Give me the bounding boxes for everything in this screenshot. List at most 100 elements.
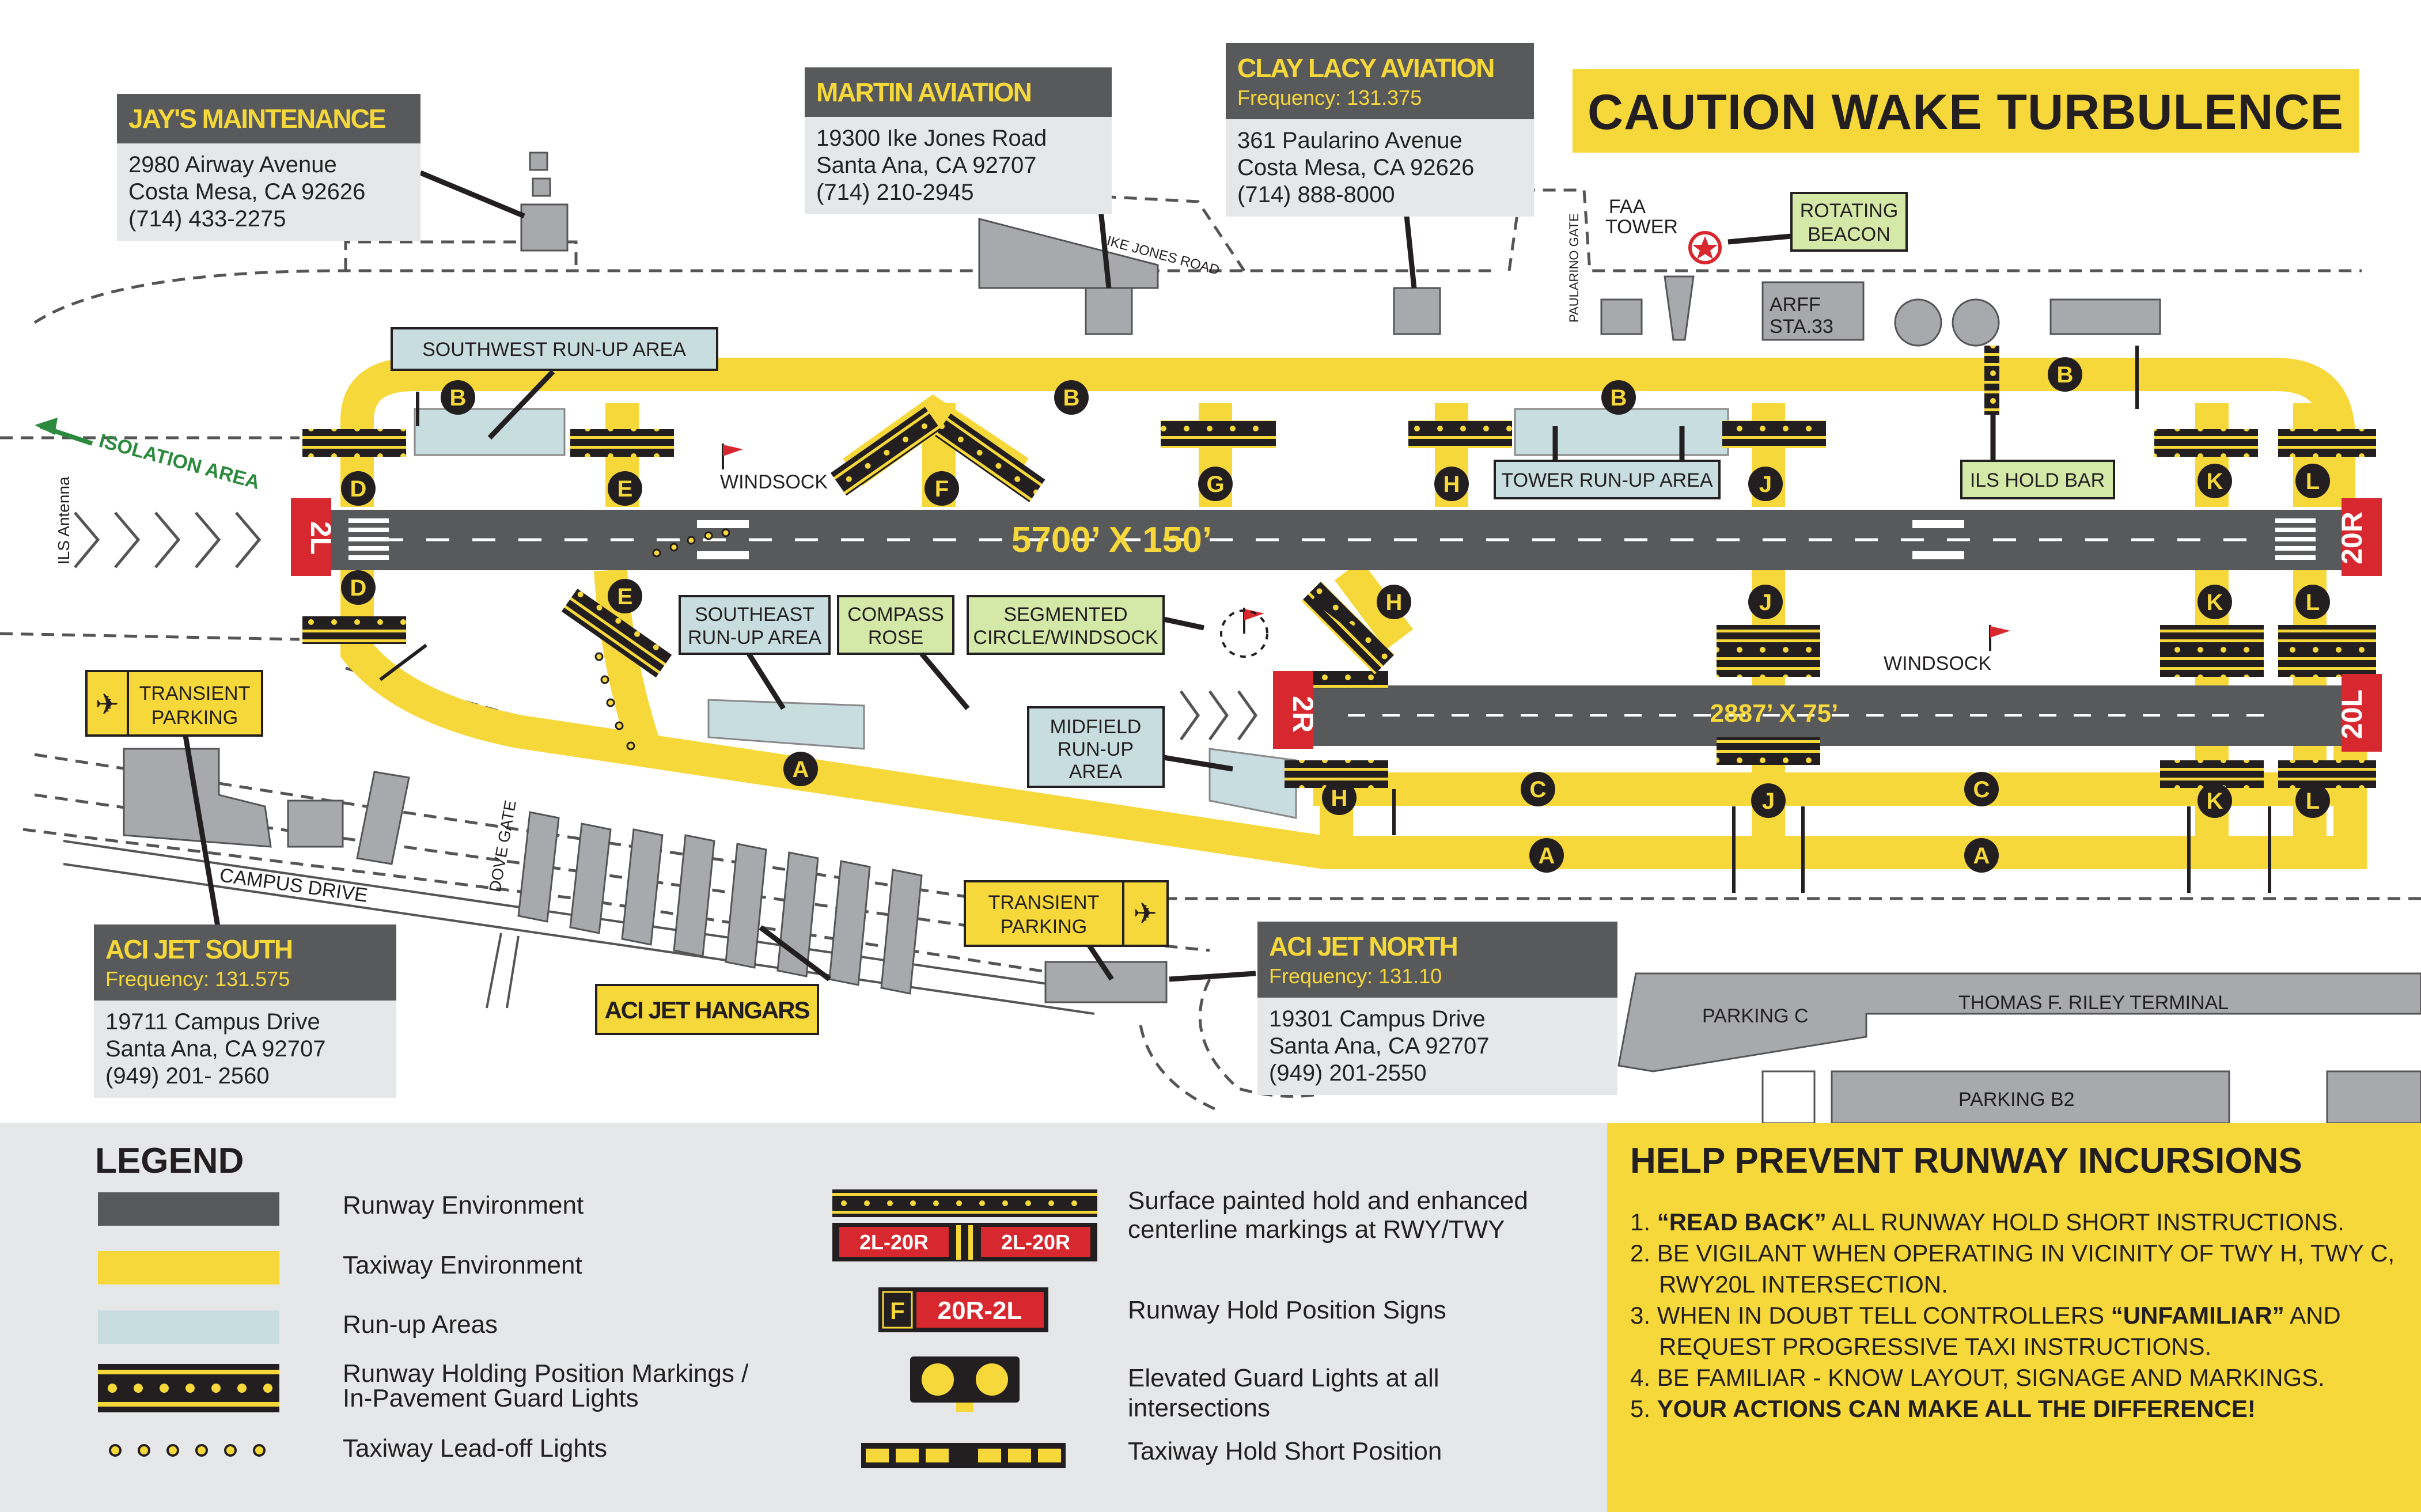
isolation-area-label: ISOLATION AREA [97, 430, 262, 494]
taxiway-letter-g: G [1198, 467, 1233, 501]
rotating-beacon-label-1: ROTATING [1800, 200, 1899, 222]
dove-gate-label: DOVE GATE [486, 799, 520, 893]
svg-text:E: E [617, 584, 633, 609]
svg-text:H: H [1443, 472, 1460, 497]
fbo-martin-aviation: MARTIN AVIATION 19300 Ike Jones Road San… [805, 67, 1112, 214]
beacon-icon [1688, 231, 1722, 264]
svg-text:C: C [1530, 777, 1547, 802]
runup-areas [414, 408, 1729, 819]
ils-hold-bar-label: ILS HOLD BAR [1970, 469, 2105, 491]
taxiway-letter-a: A [783, 752, 818, 786]
midfield-runup-label-1: MIDFIELD [1050, 716, 1142, 738]
taxiway-letter-j: J [1748, 467, 1783, 501]
svg-text:B: B [2057, 362, 2074, 388]
tower-runup-label: TOWER RUN-UP AREA [1501, 469, 1712, 491]
help-item-1: 1. “READ BACK” ALL RUNWAY HOLD SHORT INS… [1630, 1208, 2344, 1236]
address-line: 2980 Airway Avenue [128, 152, 337, 177]
isolation-chevrons [74, 511, 1258, 741]
svg-text:J: J [1759, 472, 1772, 497]
legend-sign-runway: 20R-2L [938, 1297, 1022, 1325]
svg-text:K: K [2207, 469, 2223, 494]
phone-number: (949) 201- 2560 [105, 1063, 270, 1089]
taxiway-letter-h: H [1377, 585, 1411, 619]
leadoff-lights [594, 528, 730, 751]
svg-text:B: B [1611, 385, 1627, 411]
blue-labels: SOUTHWEST RUN-UP AREA TOWER RUN-UP AREA … [391, 327, 1721, 788]
taxiway-letter-b: B [1601, 380, 1636, 415]
svg-text:C: C [1973, 777, 1990, 802]
legend-swatch-runup [98, 1310, 279, 1344]
fbo-acinorth-address: 19301 Campus Drive Santa Ana, CA 92707 (… [1257, 998, 1617, 1095]
segmented-circle-label-2: CIRCLE/WINDSOCK [973, 627, 1158, 649]
svg-text:L: L [2306, 590, 2320, 615]
legend-label-hold-sign: Runway Hold Position Signs [1128, 1296, 1446, 1324]
legend-swatch-leadoff [109, 1444, 266, 1457]
terminal-label: THOMAS F. RILEY TERMINAL [1958, 992, 2229, 1014]
taxiway-letter-b: B [441, 380, 475, 415]
svg-text:K: K [2207, 590, 2223, 615]
taxiway-letter-a: A [1964, 838, 1999, 873]
legend-swatch-hold-sign: F 20R-2L [878, 1287, 1048, 1332]
southwest-runup-label: SOUTHWEST RUN-UP AREA [422, 339, 686, 361]
aci-jet-hangars-tag: ACI JET HANGARS [595, 984, 819, 1035]
help-title: HELP PREVENT RUNWAY INCURSIONS [1630, 1141, 2302, 1181]
address-line: 19300 Ike Jones Road [816, 126, 1047, 151]
taxiway-letter-k: K [2198, 464, 2232, 498]
airport-map: 2L 20R 2R 20L 5700’ X 150’ 2887’ X 75’ B… [0, 151, 2421, 1123]
rotating-beacon-label-2: BEACON [1808, 223, 1890, 245]
legend-painted-sign-right: 2L-20R [1001, 1230, 1070, 1254]
runway-end-signs: 2L 20R 2R 20L [291, 498, 2382, 752]
svg-text:G: G [1206, 472, 1224, 497]
legend-panel: LEGEND Runway Environment Taxiway Enviro… [0, 1123, 1607, 1512]
address-line: 361 Paularino Avenue [1237, 128, 1463, 153]
fbo-martin-name: MARTIN AVIATION [805, 67, 1112, 117]
svg-text:J: J [1762, 789, 1775, 814]
legend-label-hold-short: Taxiway Hold Short Position [1128, 1437, 1442, 1465]
address-line: Santa Ana, CA 92707 [816, 153, 1037, 178]
legend-label-painted-2: centerline markings at RWY/TWY [1128, 1215, 1505, 1244]
transient-parking-label-2: PARKING [151, 707, 238, 729]
svg-text:K: K [2207, 789, 2223, 814]
transient-parking-label-1: TRANSIENT [139, 683, 251, 704]
runway-end-2l: 2L [305, 521, 337, 555]
faa-tower-label-2: TOWER [1605, 216, 1678, 238]
legend-sign-taxiway: F [890, 1297, 905, 1324]
fbo-martin-address: 19300 Ike Jones Road Santa Ana, CA 92707… [805, 117, 1112, 214]
taxiway-letter-f: F [925, 471, 959, 506]
midfield-runup-label-2: RUN-UP [1058, 738, 1134, 760]
svg-text:A: A [1973, 843, 1990, 869]
fbo-acinorth-frequency: Frequency: 131.10 [1269, 964, 1442, 988]
taxiway-letter-l: L [2295, 585, 2330, 619]
svg-text:B: B [450, 385, 467, 411]
aci-jet-hangars-label: ACI JET HANGARS [604, 996, 809, 1024]
taxiway-letter-a: A [1529, 838, 1564, 873]
taxiway-letter-k: K [2198, 783, 2232, 818]
taxiway-letter-c: C [1521, 772, 1555, 806]
legend-label-hold-marking-2: In-Pavement Guard Lights [343, 1384, 639, 1412]
help-item-3: 3. WHEN IN DOUBT TELL CONTROLLERS “UNFAM… [1630, 1302, 2341, 1360]
fbo-claylacy-frequency: Frequency: 131.375 [1237, 86, 1422, 109]
legend-swatch-hold-short [861, 1443, 1066, 1468]
legend-label-runway: Runway Environment [343, 1191, 584, 1219]
faa-tower-label-1: FAA [1609, 196, 1646, 218]
taxiway-letter-k: K [2198, 585, 2232, 619]
taxiway-letter-d: D [341, 471, 376, 506]
phone-number: (714) 888-8000 [1237, 182, 1395, 207]
fbo-jays-address: 2980 Airway Avenue Costa Mesa, CA 92626 … [117, 143, 420, 241]
address-line: Santa Ana, CA 92707 [1269, 1033, 1490, 1059]
short-runway-dimensions: 2887’ X 75’ [1710, 699, 1839, 727]
campus-drive-label: CAMPUS DRIVE [218, 864, 369, 907]
legend-swatch-guard-lights [910, 1356, 1020, 1412]
taxiway-letter-e: E [608, 471, 642, 506]
leader-arrows [181, 170, 1996, 982]
fbo-acisouth-address: 19711 Campus Drive Santa Ana, CA 92707 (… [94, 1001, 396, 1098]
compass-rose-label-2: ROSE [868, 627, 923, 649]
runway-end-2r: 2R [1287, 696, 1319, 733]
address-line: Costa Mesa, CA 92626 [1237, 155, 1475, 180]
southeast-runup-label-2: RUN-UP AREA [688, 627, 821, 649]
